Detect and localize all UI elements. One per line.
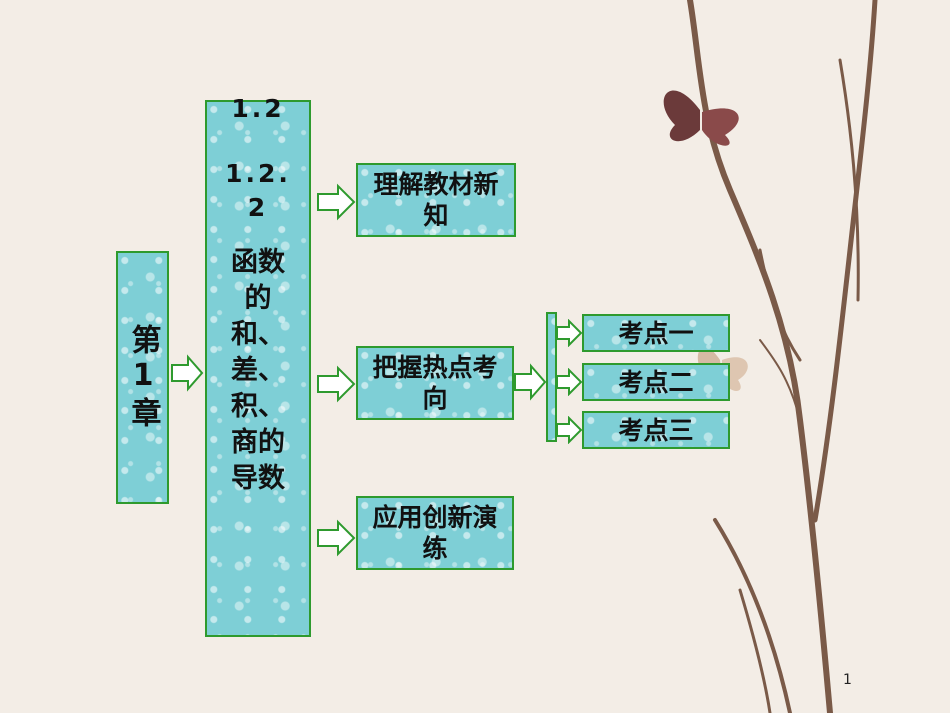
butterfly-icon — [663, 90, 739, 146]
section-title: 函数的和、差、积、商的导数 — [231, 247, 285, 494]
arrow-icon — [317, 519, 356, 557]
branch-label: 把握热点考向 — [372, 353, 498, 413]
sub-branch-label: 考点三 — [618, 415, 694, 445]
arrow-icon — [556, 319, 582, 347]
sub-branch-label: 考点一 — [618, 318, 694, 348]
chapter-label: 第1章 — [125, 324, 161, 431]
arrow-icon — [556, 368, 582, 396]
section-number: 1.2 — [231, 94, 285, 123]
section-box: 1.2 1.2.2 函数的和、差、积、商的导数 — [205, 94, 311, 637]
sub-branch-box-1: 考点一 — [582, 314, 730, 352]
page-number: 1 — [843, 672, 852, 688]
subsection-number: 1.2.2 — [225, 159, 291, 222]
arrow-icon — [514, 363, 547, 401]
branch-box-2: 把握热点考向 — [356, 346, 514, 420]
sub-branch-box-3: 考点三 — [582, 411, 730, 449]
branch-box-1: 理解教材新知 — [356, 163, 516, 237]
arrow-icon — [317, 183, 356, 221]
sub-branch-box-2: 考点二 — [582, 363, 730, 401]
sub-branch-label: 考点二 — [618, 367, 694, 397]
arrow-icon — [171, 354, 204, 392]
arrow-icon — [556, 416, 582, 444]
chapter-box: 第1章 — [116, 251, 169, 504]
arrow-icon — [317, 365, 356, 403]
branch-label: 理解教材新知 — [373, 170, 499, 230]
branch-box-3: 应用创新演练 — [356, 496, 514, 570]
branch-label: 应用创新演练 — [372, 503, 498, 563]
